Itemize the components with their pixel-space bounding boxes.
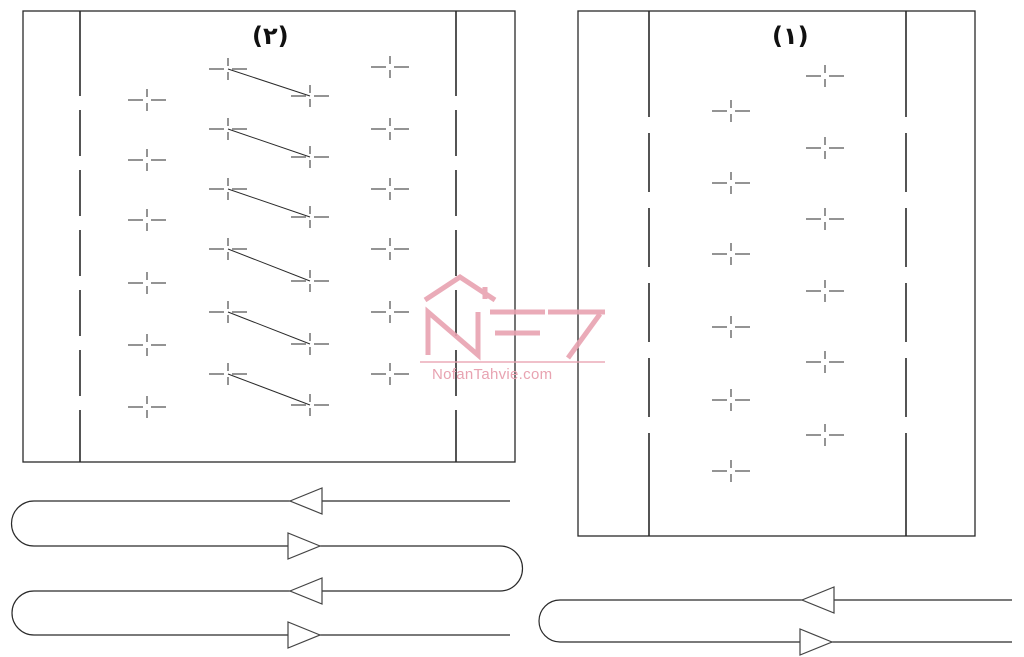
panel-1-dash-marks [647, 117, 908, 433]
cross-marker [806, 208, 844, 230]
cross-marker [209, 301, 247, 323]
loop-diagram-left [10, 500, 524, 636]
cross-marker [128, 272, 166, 294]
cross-marker [128, 209, 166, 231]
diagonal-link [227, 188, 311, 218]
cross-marker [209, 58, 247, 80]
cross-marker [371, 178, 409, 200]
panel-2-title: (۲) [252, 22, 289, 50]
cross-marker [806, 351, 844, 373]
cross-marker [371, 56, 409, 78]
arrow-right-icon [799, 628, 834, 656]
cross-marker [371, 363, 409, 385]
diagonal-link [227, 248, 311, 282]
serpentine-path [10, 500, 524, 636]
cross-marker [291, 394, 329, 416]
cross-marker [291, 85, 329, 107]
loop-diagram-right [538, 599, 1012, 643]
cross-marker [128, 149, 166, 171]
cross-marker [128, 89, 166, 111]
cross-marker [712, 316, 750, 338]
cross-marker [128, 396, 166, 418]
cross-marker [291, 333, 329, 355]
cross-marker [712, 460, 750, 482]
panel-1-title: (۱) [772, 22, 809, 50]
cross-marker [371, 238, 409, 260]
watermark-letter-t-stroke [565, 312, 603, 360]
panel-1-cross-markers [712, 65, 844, 482]
panel-2-border [22, 10, 516, 463]
panel-2-cross-markers [128, 56, 409, 418]
watermark-letter-n [425, 306, 481, 361]
arrow-right-icon [287, 532, 322, 560]
diagonal-link [227, 128, 311, 158]
panel-2 [22, 10, 516, 463]
panel-1-border [577, 10, 976, 537]
cross-marker [371, 301, 409, 323]
cross-marker [371, 118, 409, 140]
cross-marker [712, 172, 750, 194]
arrow-left-icon [288, 577, 323, 605]
cross-marker [291, 146, 329, 168]
cross-marker [712, 243, 750, 265]
cross-marker [209, 238, 247, 260]
direction-arrows [287, 487, 835, 656]
panel-2-diagonal-links [227, 68, 311, 406]
cross-marker [291, 270, 329, 292]
arrow-left-icon [288, 487, 323, 515]
u-turn-path [538, 599, 1012, 643]
arrow-left-icon [800, 586, 835, 614]
cross-marker [712, 100, 750, 122]
cross-marker [209, 178, 247, 200]
watermark-text: NofanTahvie.com [432, 366, 553, 383]
diagonal-link [227, 311, 311, 345]
cross-marker [806, 424, 844, 446]
watermark-logo [420, 274, 605, 363]
arrow-right-icon [287, 621, 322, 649]
cross-marker [806, 65, 844, 87]
cross-marker [712, 389, 750, 411]
cross-marker [128, 334, 166, 356]
panel-1 [577, 10, 976, 537]
cross-marker [209, 363, 247, 385]
cross-marker [806, 280, 844, 302]
diagonal-link [227, 373, 311, 406]
cross-marker [806, 137, 844, 159]
cross-marker [291, 206, 329, 228]
diagonal-link [227, 68, 311, 97]
cross-marker [209, 118, 247, 140]
